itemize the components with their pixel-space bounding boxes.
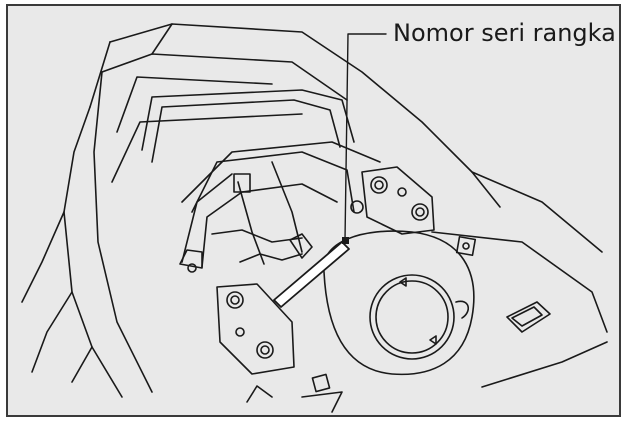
seat-outline	[63, 23, 501, 398]
bolts	[187, 176, 429, 359]
fuel-filler	[323, 230, 475, 376]
right-panels	[246, 171, 608, 413]
callout-label-frame-serial-number: Nomor seri rangka	[393, 19, 616, 47]
figure-frame: Nomor seri rangka	[6, 4, 621, 417]
frame-serial-plate	[273, 241, 350, 308]
callout-leader	[342, 33, 387, 244]
grab-rail	[141, 89, 381, 203]
motorcycle-underseat-drawing	[21, 23, 608, 413]
left-body	[21, 211, 203, 383]
mount-plates	[216, 166, 435, 375]
inner-frame	[181, 151, 355, 268]
